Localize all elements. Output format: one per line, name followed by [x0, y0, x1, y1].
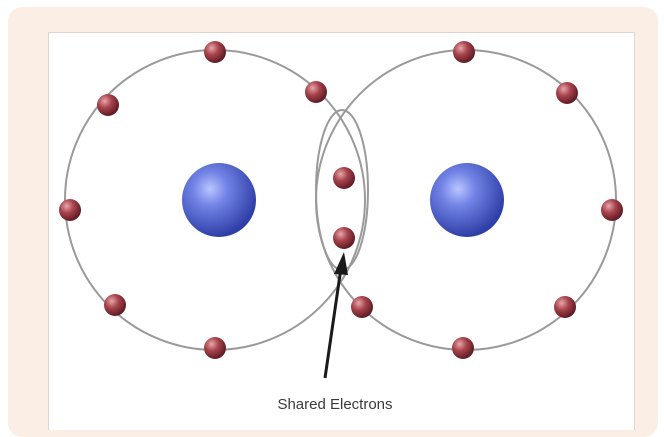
right-nucleus	[430, 163, 504, 237]
pointer-arrow-line	[323, 267, 343, 379]
pointer-arrow-head	[334, 252, 348, 275]
electron	[452, 337, 474, 359]
electron	[59, 199, 81, 221]
shared-electron	[333, 167, 355, 189]
shared-electron	[333, 227, 355, 249]
electron	[305, 81, 327, 103]
electron	[556, 82, 578, 104]
electron	[204, 41, 226, 63]
electron	[601, 199, 623, 221]
left-nucleus	[182, 163, 256, 237]
diagram-caption: Shared Electrons	[277, 396, 392, 413]
electron	[104, 294, 126, 316]
electron	[554, 296, 576, 318]
electron	[204, 337, 226, 359]
electron	[453, 41, 475, 63]
electron	[351, 296, 373, 318]
electron	[97, 94, 119, 116]
